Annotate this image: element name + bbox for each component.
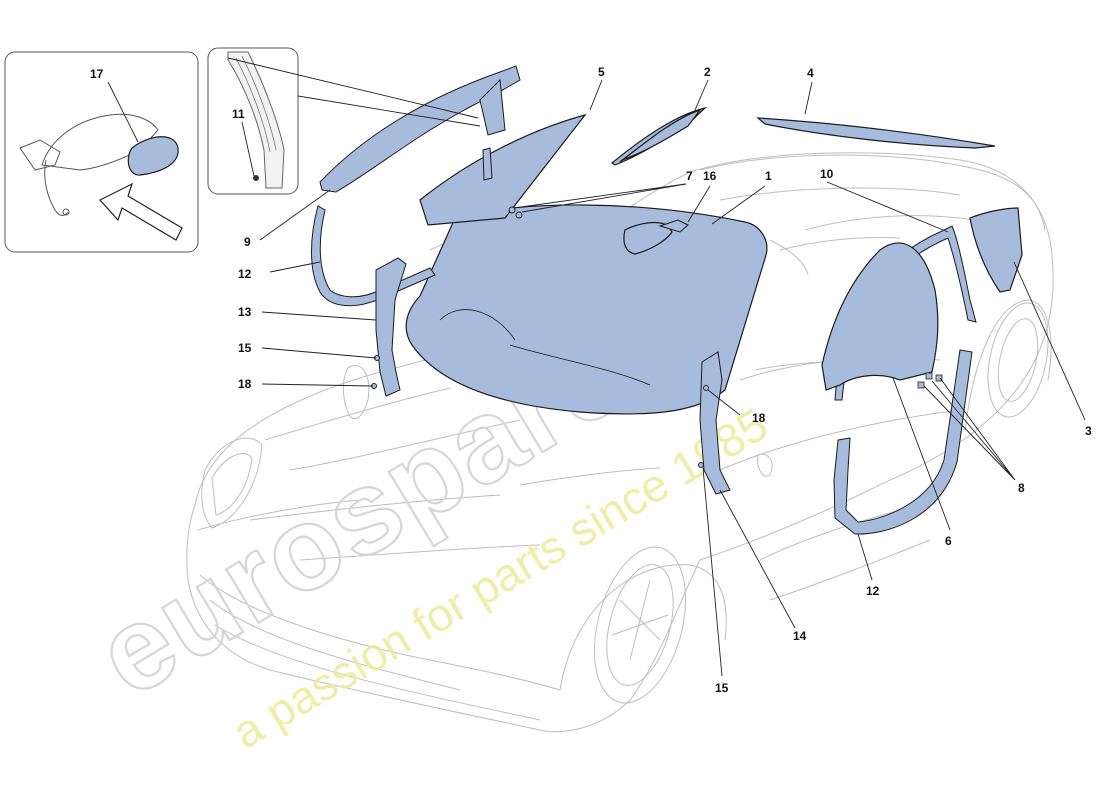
view-arrow-icon (99, 182, 183, 241)
callout-8: 8 (1018, 481, 1025, 495)
callout-6: 6 (945, 534, 952, 548)
callout-5: 5 (598, 65, 605, 79)
callout-3: 3 (1085, 424, 1092, 438)
callout-7: 7 (686, 169, 693, 183)
callout-15-left: 15 (238, 341, 252, 355)
callout-18-left: 18 (238, 377, 252, 391)
callout-11: 11 (232, 107, 245, 121)
callout-12-left: 12 (238, 267, 252, 281)
callout-9: 9 (244, 235, 251, 249)
inset-mirror-box (4, 51, 199, 253)
callout-4: 4 (807, 66, 814, 80)
callout-14: 14 (793, 629, 807, 643)
door-seal-left-part (311, 205, 436, 307)
callout-10: 10 (820, 167, 834, 181)
door-sill-seal-part (833, 349, 973, 535)
rear-window-part (756, 117, 996, 149)
callout-13: 13 (238, 305, 252, 319)
callout-2: 2 (704, 65, 711, 79)
interior-mirror-part (623, 221, 673, 255)
callout-15-right: 15 (715, 681, 729, 695)
door-window-part (821, 242, 939, 391)
callout-16: 16 (703, 169, 717, 183)
b-pillar-trim-left-part (375, 257, 407, 397)
side-window-front-part (419, 113, 587, 226)
rear-quarter-window-part (969, 207, 1023, 293)
a-pillar-trim-detail (227, 51, 285, 189)
mirror-housing (41, 113, 159, 171)
leader-lines (107, 57, 1086, 677)
inset-pillar-box (207, 47, 299, 195)
callout-1: 1 (765, 169, 772, 183)
clip-parts (371, 206, 943, 468)
a-pillar-seal-part (319, 65, 521, 193)
callout-12-right: 12 (866, 584, 880, 598)
callout-labels: 17 11 9 12 13 15 18 5 2 4 7 16 1 10 3 18… (90, 65, 1092, 695)
mirror-glass-part (127, 136, 179, 176)
callout-18-right: 18 (752, 411, 766, 425)
callout-17: 17 (90, 67, 104, 81)
windscreen-part (405, 204, 768, 415)
